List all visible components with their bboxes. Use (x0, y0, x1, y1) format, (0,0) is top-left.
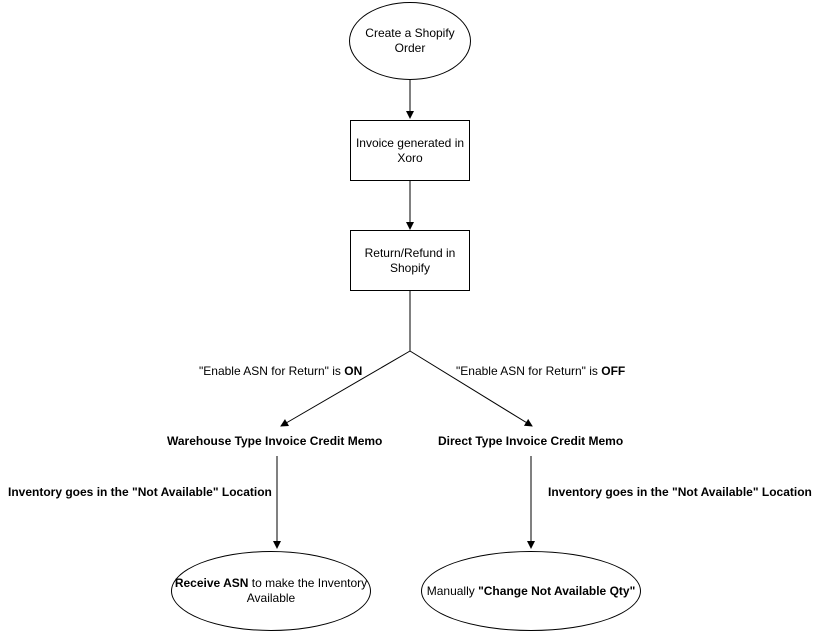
node-warehouse-credit-memo: Warehouse Type Invoice Credit Memo (167, 434, 383, 448)
node-direct-credit-memo: Direct Type Invoice Credit Memo (438, 434, 624, 448)
node-receive-asn-rest: to make the Inventory Available (246, 576, 368, 605)
arrow-split-to-direct (409, 350, 533, 427)
label-asn-off: "Enable ASN for Return" is OFF (456, 364, 625, 378)
arrow-split-to-warehouse (280, 350, 411, 427)
node-receive-asn-bold: Receive ASN (174, 576, 249, 590)
node-manual-change-pre: Manually (426, 583, 479, 598)
node-manual-change-text: Manually "Change Not Available Qty" (427, 584, 636, 599)
label-asn-on: "Enable ASN for Return" is ON (199, 364, 362, 378)
node-create-order: Create a Shopify Order (349, 2, 471, 80)
node-create-order-text: Create a Shopify Order (365, 26, 455, 55)
node-invoice-generated: Invoice generated in Xoro (350, 120, 470, 181)
node-manual-change: Manually "Change Not Available Qty" (421, 551, 641, 631)
label-asn-off-text: "Enable ASN for Return" is (456, 364, 602, 378)
node-invoice-generated-text: Invoice generated in Xoro (355, 135, 465, 165)
node-return-refund-text: Return/Refund in Shopify (364, 245, 456, 275)
node-receive-asn-text: Receive ASN to make the Inventory Availa… (172, 576, 370, 606)
label-inventory-left: Inventory goes in the "Not Available" Lo… (8, 485, 272, 499)
node-receive-asn: Receive ASN to make the Inventory Availa… (171, 551, 371, 631)
label-asn-on-value: ON (344, 364, 363, 378)
label-asn-on-text: "Enable ASN for Return" is (199, 364, 345, 378)
label-asn-off-value: OFF (601, 364, 626, 378)
label-inventory-right: Inventory goes in the "Not Available" Lo… (548, 485, 812, 499)
node-return-refund: Return/Refund in Shopify (350, 230, 470, 291)
node-manual-change-bold: "Change Not Available Qty" (478, 583, 636, 598)
